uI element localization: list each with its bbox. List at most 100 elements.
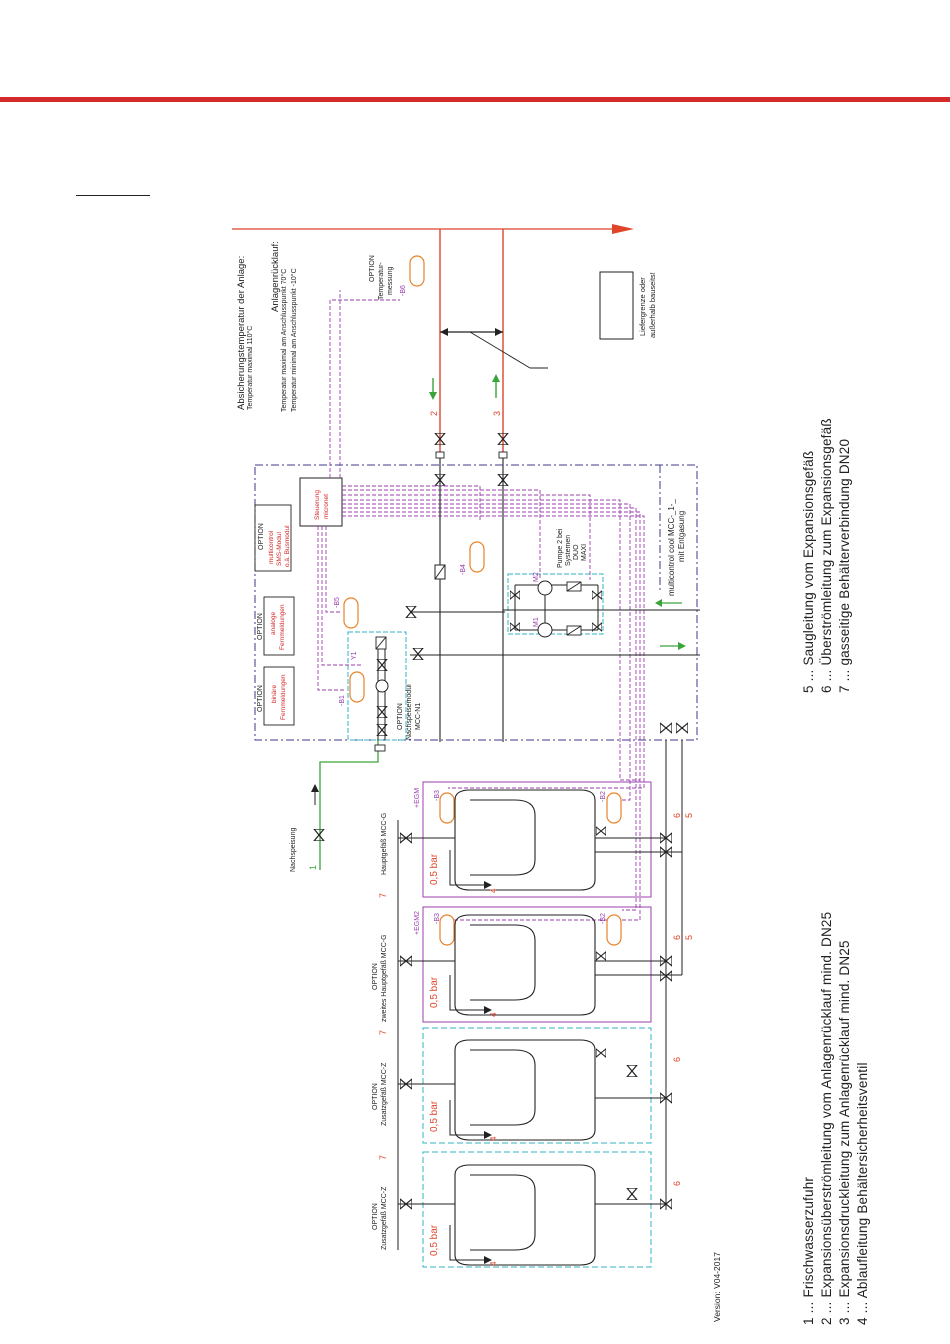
second-vessel-label: zweites Hauptgefäß MCC-G bbox=[381, 934, 388, 1022]
second-vessel-option: OPTION bbox=[372, 963, 379, 990]
pressure-main: 0,5 bar bbox=[429, 853, 440, 885]
tag-m2: M2 bbox=[533, 572, 540, 582]
control-label-line2: micronet bbox=[323, 494, 330, 519]
header-short-rule bbox=[76, 195, 150, 196]
main-pipes bbox=[232, 224, 634, 742]
pipe-number-7b: 7 bbox=[378, 1029, 388, 1035]
legend-item-5: 5 ... Saugleitung vom Expansionsgefäß bbox=[801, 450, 816, 693]
pipe-number-4c: 4 bbox=[489, 1136, 498, 1141]
pipe-number-1: 1 bbox=[308, 864, 318, 870]
tag-b1: -B1 bbox=[339, 695, 346, 706]
legend-item-6: 6 ... Überströmleitung zum Expansionsgef… bbox=[819, 418, 834, 693]
extra-vessel-2-label: Zusatzgefäß MCC-Z bbox=[381, 1186, 388, 1250]
main-vessel-label: Hauptgefäß MCC-G bbox=[381, 812, 388, 875]
pump-line3: DUO bbox=[573, 544, 580, 560]
binary-line2: Fernmeldungen bbox=[280, 674, 287, 720]
legend-item-3: 3 ... Expansionsdruckleitung zum Anlagen… bbox=[837, 940, 852, 1325]
pressure-extra-1: 0,5 bar bbox=[429, 1100, 440, 1132]
pipe-number-6c: 6 bbox=[672, 1056, 682, 1062]
analog-line1: analoge bbox=[270, 611, 277, 635]
pipe-number-6a: 6 bbox=[672, 812, 682, 818]
filter-icon bbox=[375, 679, 389, 693]
egm-main: +EGM bbox=[414, 787, 421, 808]
sms-line2: SMS-Modul bbox=[276, 532, 283, 566]
tag-y1: Y1 bbox=[351, 651, 358, 660]
control-label-line1: Steuerung bbox=[314, 490, 321, 520]
control-wiring bbox=[317, 290, 645, 921]
binary-option: OPTION bbox=[257, 685, 264, 712]
pipe-number-6b: 6 bbox=[672, 934, 682, 940]
refill-arrow-icon bbox=[311, 784, 319, 792]
sms-module-box bbox=[254, 504, 292, 572]
main-vessel-frame bbox=[422, 781, 652, 898]
analog-line2: Fernmeldungen bbox=[279, 604, 286, 650]
vessels bbox=[454, 789, 596, 1266]
return-max: Temperatur maximal am Anschlusspunkt 70°… bbox=[281, 268, 288, 412]
pipe-number-2: 2 bbox=[429, 410, 439, 416]
gas-valves bbox=[400, 832, 412, 1210]
sms-option: OPTION bbox=[258, 523, 265, 550]
extra-vessel-1-label: Zusatzgefäß MCC-Z bbox=[381, 1062, 388, 1126]
refill-label: Nachspeisung bbox=[290, 827, 297, 872]
sensor-b1 bbox=[349, 671, 365, 703]
mcc-module-frame bbox=[254, 464, 698, 741]
pressure-extra-2: 0,5 bar bbox=[429, 1224, 440, 1256]
extra-vessel-2-option: OPTION bbox=[372, 1203, 379, 1230]
sensor-b4 bbox=[469, 541, 485, 573]
safety-temp-max: Temperatur maximal 110°C bbox=[247, 325, 254, 410]
legend-item-7: 7 ... gasseitige Behälterverbindung DN20 bbox=[837, 438, 852, 693]
return-title: Anlagenrücklauf: bbox=[270, 241, 281, 312]
refill-option: OPTION bbox=[397, 703, 404, 730]
sensor-b3-second bbox=[439, 914, 455, 946]
pipe-number-7a: 7 bbox=[378, 892, 388, 898]
temp-option-label: OPTION bbox=[369, 255, 376, 282]
drain-lines bbox=[449, 850, 488, 1261]
pump-m1-icon bbox=[537, 622, 553, 638]
egm-second: +EGM2 bbox=[414, 911, 421, 935]
flow-arrow-left-icon bbox=[655, 599, 662, 607]
sms-line3: o.ä. Busmodul bbox=[284, 525, 291, 567]
flow-arrow-right-small-icon bbox=[678, 642, 686, 650]
refill-line2: MCC-N1 bbox=[415, 702, 422, 730]
sensor-b5 bbox=[343, 597, 359, 629]
sensor-b6 bbox=[409, 255, 425, 287]
tag-m1: M1 bbox=[533, 617, 540, 627]
pump-m2-icon bbox=[537, 580, 553, 596]
pump-line2: Systemen bbox=[565, 534, 572, 566]
arrow-right-icon bbox=[612, 224, 634, 234]
return-min: Temperatur minimal am Anschlusspunkt -10… bbox=[291, 268, 298, 412]
pipe-number-5a: 5 bbox=[684, 812, 694, 818]
version-label: Version: V04-2017 bbox=[712, 1252, 722, 1322]
extra-vessel-2-frame bbox=[422, 1151, 652, 1268]
legend-item-1: 1 ... Frischwasserzufuhr bbox=[801, 1176, 816, 1325]
supply-limit-line1: Liefergrenze oder bbox=[638, 277, 647, 336]
sensor-b3-main bbox=[439, 792, 455, 824]
binary-line1: binäre bbox=[271, 684, 278, 703]
header-accent-bar bbox=[0, 97, 950, 102]
b2-second: -B2 bbox=[600, 913, 607, 924]
pipe-number-4d: 4 bbox=[489, 1261, 498, 1266]
safety-temp-title: Absicherungstemperatur der Anlage: bbox=[236, 255, 247, 410]
extra-vessel-1-frame bbox=[422, 1027, 652, 1144]
pump-line1: Pumpe 2 bei bbox=[557, 528, 564, 568]
extra-vessel-1-option: OPTION bbox=[372, 1083, 379, 1110]
pipe-number-3: 3 bbox=[492, 410, 502, 416]
supply-limit-box bbox=[599, 271, 634, 340]
pipe-number-7c: 7 bbox=[378, 1154, 388, 1160]
legend-item-2: 2 ... Expansionsüberströmleitung vom Anl… bbox=[819, 911, 834, 1325]
legend-item-4: 4 ... Ablaufleitung Behältersicherheitsv… bbox=[855, 1062, 870, 1325]
pressure-second: 0,5 bar bbox=[429, 976, 440, 1008]
refill-line1: Nachspeisemodul bbox=[406, 684, 413, 740]
pipe-number-6d: 6 bbox=[672, 1180, 682, 1186]
tag-b4: -B4 bbox=[460, 564, 467, 575]
control-box bbox=[299, 477, 343, 527]
pump-line4: MAXI bbox=[581, 543, 588, 561]
sensor-b2-second bbox=[606, 914, 622, 946]
temp-option-line1: Temperatur- bbox=[378, 262, 385, 300]
tag-b5: -B5 bbox=[334, 597, 341, 608]
b2-main: -B2 bbox=[600, 791, 607, 802]
supply-limit-line2: außerhalb bauseits! bbox=[648, 272, 657, 338]
b3-second: -B3 bbox=[434, 913, 441, 924]
pipe-number-4b: 4 bbox=[489, 1012, 498, 1017]
